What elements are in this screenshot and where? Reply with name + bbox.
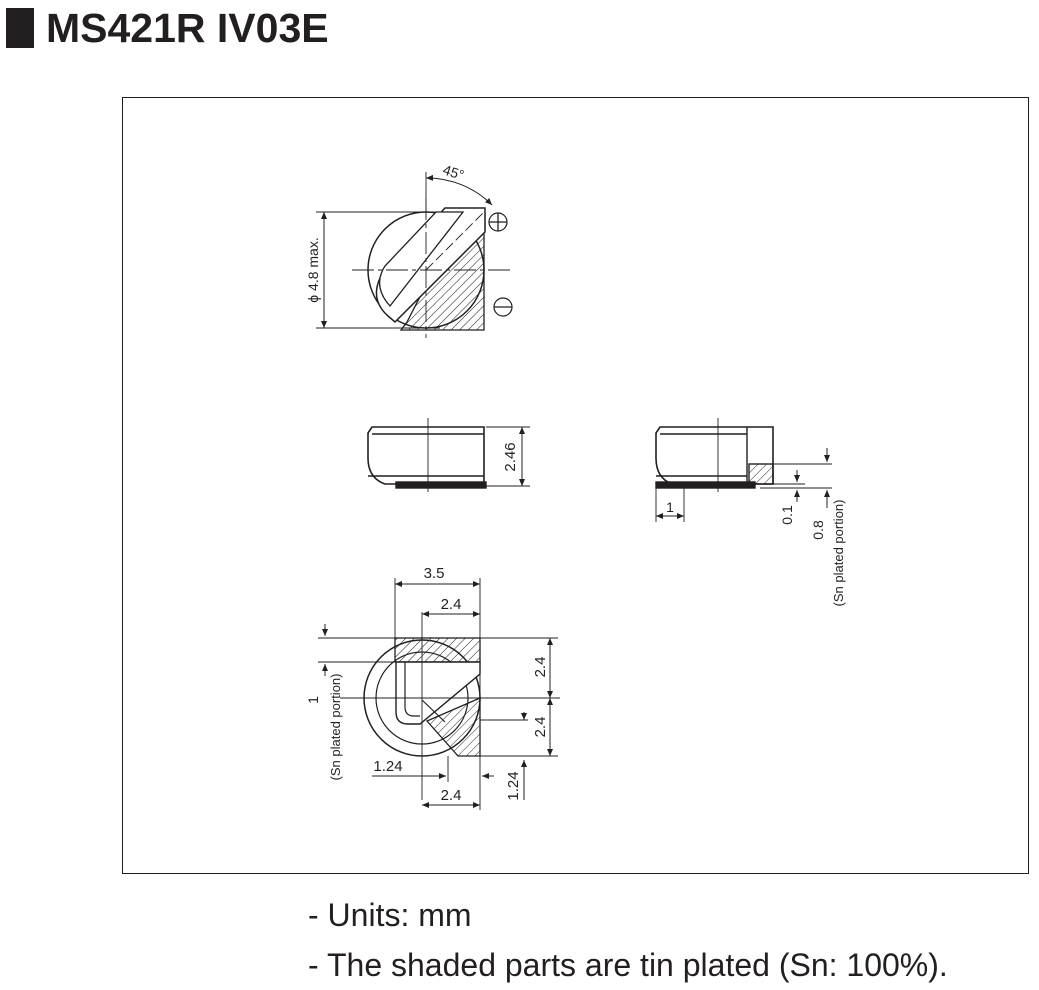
bottom-width-total-label: 3.5 xyxy=(424,565,445,582)
bottom-view xyxy=(318,578,560,810)
height-label: 2.46 xyxy=(502,442,519,471)
title-marker xyxy=(6,8,34,48)
bottom-sn-label: (Sn plated portion) xyxy=(328,674,343,781)
drawing-frame xyxy=(122,97,1029,874)
side-view xyxy=(655,418,832,522)
top-view xyxy=(316,172,513,338)
angle-arc xyxy=(425,174,493,206)
bottom-width-lower-label: 2.4 xyxy=(441,787,462,804)
notes: - Units: mm - The shaded parts are tin p… xyxy=(308,890,948,990)
side-width-label: 1 xyxy=(666,499,674,515)
side-sn-label: (Sn plated portion) xyxy=(831,500,846,607)
front-view xyxy=(367,418,530,492)
bottom-height-lower-label: 2.4 xyxy=(532,717,549,738)
side-thickness-label: 0.1 xyxy=(779,505,795,525)
side-offset-label: 0.8 xyxy=(810,520,826,540)
bottom-width-upper-label: 2.4 xyxy=(441,596,462,613)
bottom-height-upper-label: 2.4 xyxy=(532,657,549,678)
title-text: MS421R IV03E xyxy=(46,5,329,51)
bottom-height-124-label: 1.24 xyxy=(505,771,522,800)
bottom-left-1-label: 1 xyxy=(305,696,321,704)
note-tin-plated: - The shaded parts are tin plated (Sn: 1… xyxy=(308,947,948,983)
note-units: - Units: mm xyxy=(308,897,472,933)
angle-label: 45° xyxy=(441,161,466,183)
bottom-left-124-label: 1.24 xyxy=(373,758,402,775)
page-title: MS421R IV03E xyxy=(6,6,329,50)
diameter-label: ϕ 4.8 max. xyxy=(305,237,321,302)
